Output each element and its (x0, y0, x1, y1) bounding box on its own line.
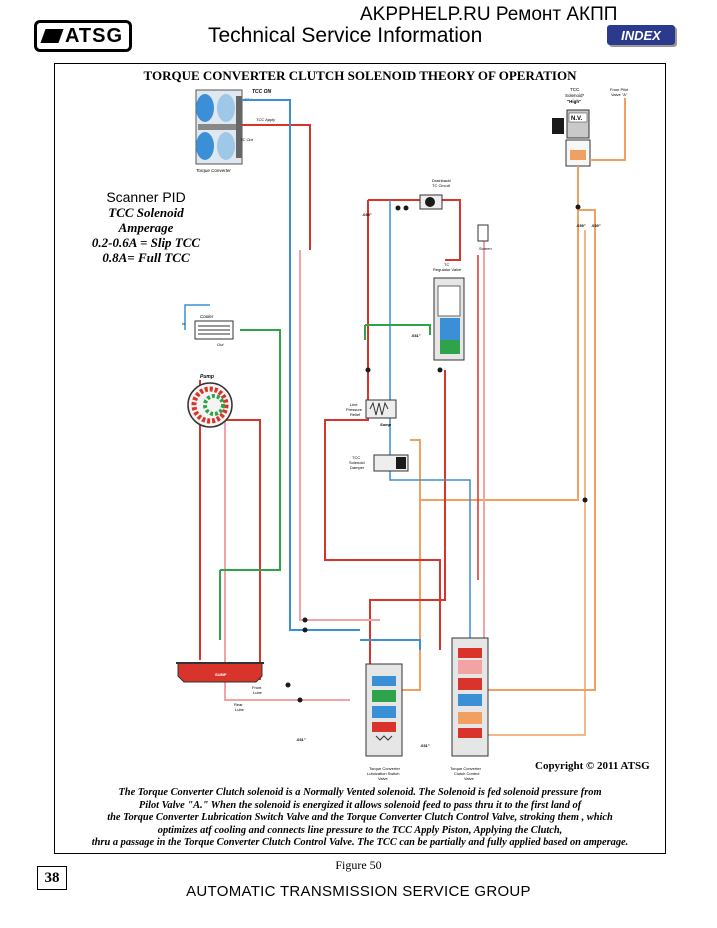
tc-regulator-valve (433, 277, 465, 361)
cooler-out-label: Out (217, 342, 224, 347)
line-relief-label-1: Line (350, 402, 358, 407)
pump-label: Pump (200, 374, 214, 380)
relief-sump-label: Sump (380, 422, 392, 427)
site-title: AKPPHELP.RU Ремонт АКПП (360, 4, 618, 25)
scanner-pid-note: Scanner PID TCC Solenoid Amperage 0.2-0.… (66, 189, 226, 266)
orifice-regulator-label: .031" (411, 333, 421, 338)
orifice-right-1: .039" (576, 223, 586, 228)
drainback-ball (425, 197, 435, 207)
line-relief-label-2: Pressure (346, 407, 363, 412)
tcc-on-label: TCC ON (252, 89, 272, 95)
page-subtitle: Technical Service Information (208, 24, 483, 47)
diagram-frame (54, 63, 666, 854)
description-line: Pilot Valve "A." When the solenoid is en… (138, 799, 582, 811)
torque-converter (195, 89, 243, 165)
orifice-right-2: .039" (591, 223, 601, 228)
tc-lube-switch-valve (365, 663, 403, 757)
description: The Torque Converter Clutch solenoid is … (58, 787, 662, 850)
nv-label: N.V. (571, 116, 582, 122)
index-button[interactable]: INDEX (607, 25, 675, 45)
drainback-label-1: Drainback/ (432, 178, 452, 183)
page-number: 38 (37, 866, 67, 890)
fluid-passages (184, 98, 626, 736)
line-relief-label-3: Relief (350, 412, 361, 417)
tcc-solenoid (552, 109, 591, 167)
front-lube-label-1: Front (252, 685, 262, 690)
scanner-pid-heading: Scanner PID (106, 189, 186, 205)
pump (187, 382, 233, 428)
tcc-solenoid-label-3: "High" (567, 99, 581, 104)
torque-converter-label: Torque Converter (196, 168, 231, 173)
tcc-solenoid-damper (373, 454, 409, 472)
lube-valve-label-2: Lubrication Switch (367, 771, 399, 776)
logo-text: ATSG (64, 24, 124, 47)
orifice-control-label: .031" (420, 743, 430, 748)
cooler-in-label: In (182, 321, 186, 326)
cooler-label: Cooler (200, 314, 214, 319)
control-valve-label-3: Valve (464, 776, 474, 781)
tc-regulator-label-2: Regulator Valve (433, 267, 462, 272)
description-line: the Torque Converter Lubrication Switch … (107, 812, 613, 824)
description-line: optimizes atf cooling and connects line … (157, 824, 563, 836)
junction-dots (285, 204, 588, 703)
scanner-pid-line4: 0.8A= Full TCC (102, 250, 190, 265)
screen (477, 224, 489, 242)
copyright: Copyright © 2011 ATSG (535, 760, 650, 772)
description-line: thru a passage in the Torque Converter C… (91, 837, 629, 849)
tc-regulator-label-1: TC (444, 262, 449, 267)
pilot-label-1: From Pilot (610, 87, 629, 92)
rear-lube-label-1: Rear (234, 702, 243, 707)
sump-pan-label: SUMP (215, 672, 227, 677)
description-line: The Torque Converter Clutch solenoid is … (118, 787, 602, 798)
scanner-pid-line2: Amperage (118, 220, 174, 235)
footer-org: AUTOMATIC TRANSMISSION SERVICE GROUP (186, 883, 531, 900)
line-pressure-relief (365, 399, 397, 419)
damper-label-1: TCC (352, 455, 360, 460)
screen-label: Screen (479, 246, 492, 251)
rear-lube-label-2: Lube (235, 707, 245, 712)
atsg-logo: ATSG (34, 20, 132, 52)
orifice-lube-label: .031" (296, 737, 306, 742)
tcc-solenoid-label-1: TCC (570, 87, 580, 92)
sump-pan (176, 662, 264, 683)
tcc-apply-label: TCC Apply (256, 117, 276, 122)
tc-out-label: TC Out (240, 137, 254, 142)
damper-label-3: Damper (350, 465, 365, 470)
lube-valve-label-3: Valve (378, 776, 388, 781)
control-valve-label-2: Clutch Control (454, 771, 479, 776)
drainback-label-2: TC Circuit (432, 183, 451, 188)
lube-valve-label-1: Torque Converter (369, 766, 401, 771)
tcc-solenoid-label-2: Solenoid* (565, 93, 585, 98)
damper-label-2: Solenoid (349, 460, 365, 465)
tcc-control-valve (451, 637, 489, 757)
control-valve-label-1: Torque Converter (450, 766, 482, 771)
figure-caption: Figure 50 (335, 858, 382, 872)
front-lube-label-2: Lube (253, 690, 263, 695)
diagram-title: TORQUE CONVERTER CLUTCH SOLENOID THEORY … (143, 68, 577, 83)
orifice-top-label: .039" (362, 212, 372, 217)
scanner-pid-line3: 0.2-0.6A = Slip TCC (91, 235, 201, 250)
pilot-label-2: Valve "A" (611, 92, 628, 97)
scanner-pid-line1: TCC Solenoid (108, 205, 184, 220)
cooler (194, 320, 234, 340)
